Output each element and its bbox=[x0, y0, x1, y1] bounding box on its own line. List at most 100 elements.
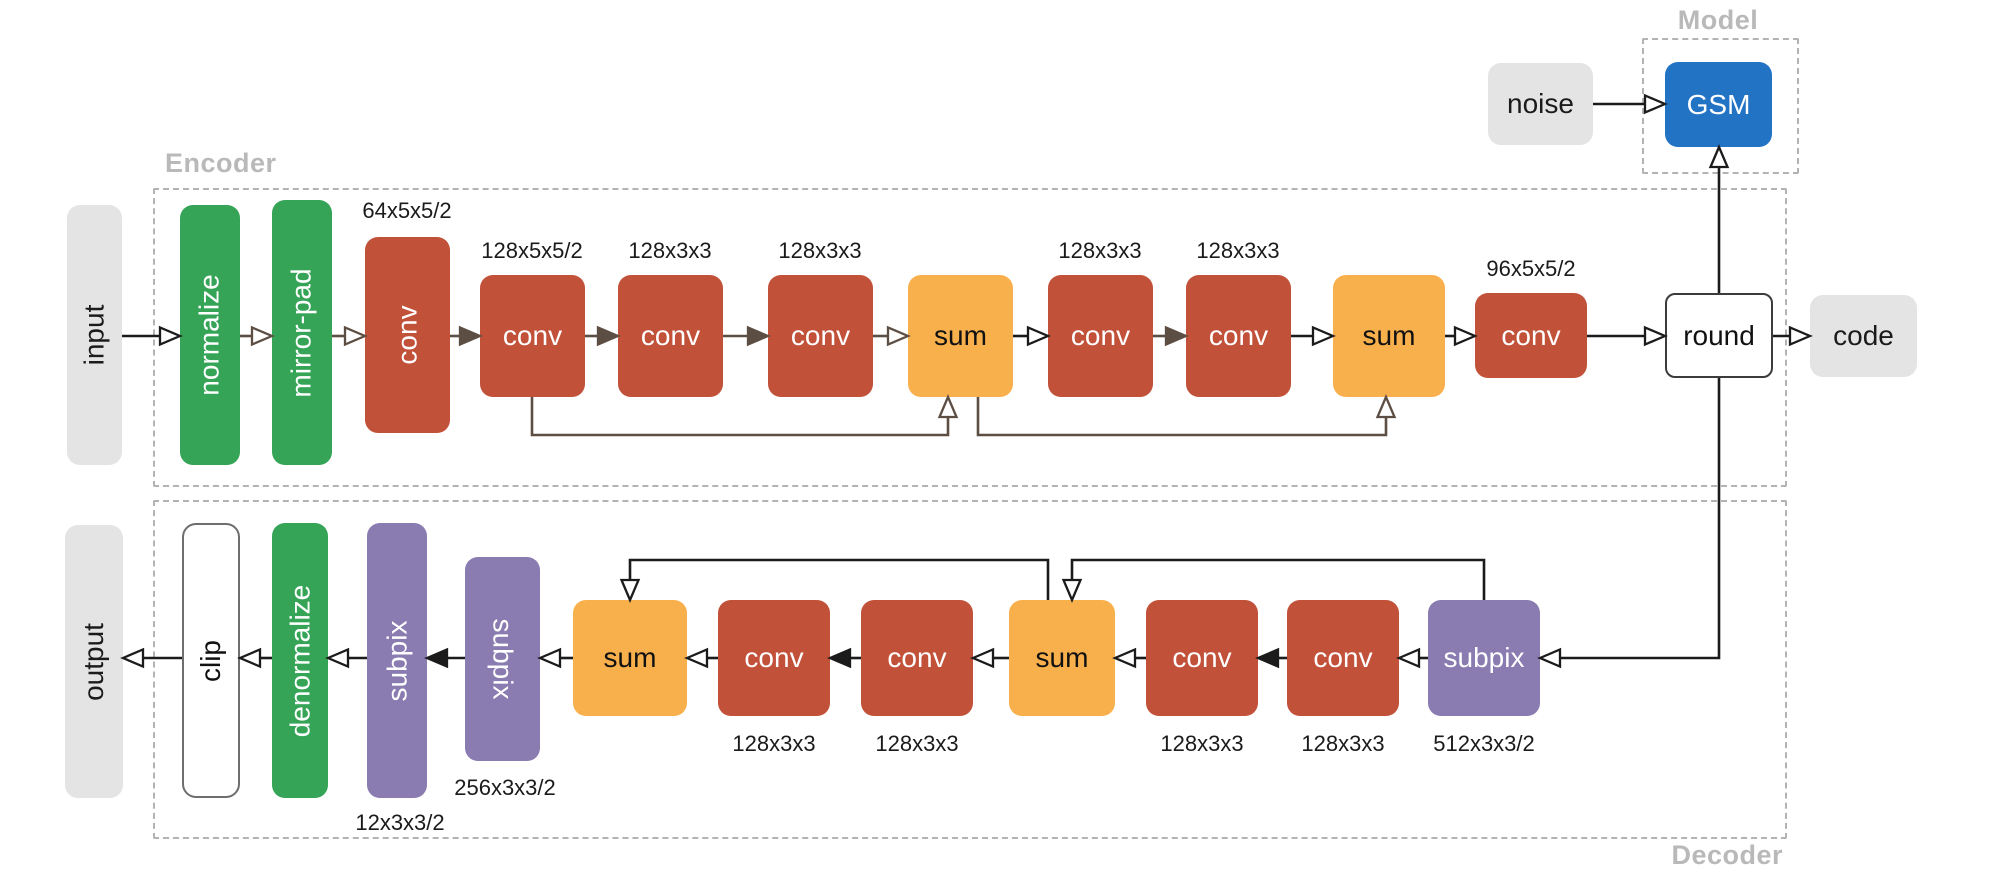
conv-dec-2-block: conv bbox=[861, 600, 973, 716]
conv-dec-4-label: conv bbox=[1313, 642, 1373, 673]
open-arrowhead-icon bbox=[325, 647, 350, 669]
arrow-conv-dec-2-to-conv-dec-1 bbox=[827, 647, 861, 669]
noise-label: noise bbox=[1507, 88, 1574, 119]
arrow-round-to-subpix3 bbox=[1537, 378, 1721, 669]
arrow-conv5-to-conv6 bbox=[1153, 325, 1189, 347]
code-block: code bbox=[1810, 295, 1917, 377]
decoder-section-label: Decoder bbox=[1671, 840, 1783, 870]
conv-enc-2-dim-label: 128x5x5/2 bbox=[481, 238, 583, 263]
arrow-mirror-pad-to-conv1 bbox=[332, 325, 368, 347]
filled-arrowhead-icon bbox=[827, 647, 852, 669]
open-arrowhead-icon bbox=[1643, 325, 1668, 347]
open-arrowhead-icon bbox=[250, 325, 275, 347]
conv-enc-7-block: conv bbox=[1475, 293, 1587, 378]
conv-dec-1-dim-label: 128x3x3 bbox=[732, 731, 816, 756]
input-block: input bbox=[67, 205, 122, 465]
conv-enc-6-label: conv bbox=[1208, 320, 1269, 351]
arrow-input-to-normalize bbox=[122, 325, 183, 347]
conv-enc-5-label: conv bbox=[1070, 320, 1131, 351]
subpix-dec-1-dim-label: 12x3x3/2 bbox=[355, 810, 445, 835]
conv-enc-1-dim-label: 64x5x5/2 bbox=[362, 198, 452, 223]
open-arrowhead-icon bbox=[1788, 325, 1813, 347]
arrow-round-to-code bbox=[1773, 325, 1813, 347]
filled-arrowhead-icon bbox=[746, 325, 771, 347]
encoder-section-box bbox=[153, 188, 1787, 487]
arrow-clip-to-output bbox=[120, 647, 182, 669]
arrow-sum-dec-2-to-conv-dec-2 bbox=[970, 647, 1009, 669]
open-arrowhead-icon bbox=[1643, 93, 1668, 115]
conv-enc-5-dim-label: 128x3x3 bbox=[1058, 238, 1142, 263]
arrow-conv3-to-conv4 bbox=[723, 325, 771, 347]
open-arrowhead-icon bbox=[970, 647, 995, 669]
arrow-subpix2-to-subpix1 bbox=[424, 647, 465, 669]
open-arrowhead-icon bbox=[1375, 394, 1397, 419]
conv-enc-2-block: conv bbox=[480, 275, 585, 397]
open-arrowhead-icon bbox=[537, 647, 562, 669]
denormalize-block: denormalize bbox=[272, 523, 328, 798]
encoder-section-label: Encoder bbox=[165, 148, 277, 178]
decoder-section-box bbox=[153, 500, 1787, 839]
arrow-skip-encoder-1 bbox=[530, 394, 959, 437]
conv-enc-4-block: conv bbox=[768, 275, 873, 397]
arrow-conv6-to-sum2 bbox=[1291, 325, 1336, 347]
subpix-dec-3-label: subpix bbox=[1443, 642, 1525, 673]
conv-enc-3-block: conv bbox=[618, 275, 723, 397]
sum-dec-2-label: sum bbox=[1035, 642, 1089, 673]
arrow-conv7-to-round bbox=[1587, 325, 1668, 347]
gsm-label: GSM bbox=[1686, 88, 1751, 120]
model-section-box bbox=[1642, 38, 1799, 174]
conv-dec-1-label: conv bbox=[744, 642, 804, 673]
sum-enc-1-label: sum bbox=[934, 320, 987, 351]
subpix-dec-3-block: subpix bbox=[1428, 600, 1540, 716]
code-label: code bbox=[1833, 320, 1894, 351]
conv-dec-2-label: conv bbox=[887, 642, 947, 673]
subpix-dec-3-dim-label: 512x3x3/2 bbox=[1433, 731, 1535, 756]
filled-arrowhead-icon bbox=[596, 325, 621, 347]
arrow-denormalize-to-clip bbox=[237, 647, 272, 669]
arrow-conv-dec-3-to-sum-dec-2 bbox=[1112, 647, 1146, 669]
conv-dec-4-block: conv bbox=[1287, 600, 1399, 716]
open-arrowhead-icon bbox=[120, 647, 145, 669]
conv-enc-4-dim-label: 128x3x3 bbox=[778, 238, 862, 263]
conv-dec-4-dim-label: 128x3x3 bbox=[1301, 731, 1385, 756]
conv-enc-7-label: conv bbox=[1501, 319, 1561, 351]
open-arrowhead-icon bbox=[1396, 647, 1421, 669]
arrow-conv1-to-conv2 bbox=[450, 325, 483, 347]
arrow-conv4-to-sum1 bbox=[873, 325, 911, 347]
arrow-skip-decoder-1 bbox=[619, 558, 1050, 603]
conv-enc-1-block: conv bbox=[365, 237, 450, 433]
conv-enc-4-label: conv bbox=[790, 320, 851, 351]
open-arrowhead-icon bbox=[1112, 647, 1137, 669]
model-section-label: Model bbox=[1677, 5, 1759, 35]
subpix-dec-2-block: subpix bbox=[465, 557, 540, 761]
arrow-round-to-gsm bbox=[1708, 144, 1730, 293]
arrow-sum2-to-conv7 bbox=[1445, 325, 1478, 347]
subpix-dec-2-dim-label: 256x3x3/2 bbox=[454, 775, 556, 800]
subpix-dec-1-block: subpix bbox=[367, 523, 427, 798]
open-arrowhead-icon bbox=[1453, 325, 1478, 347]
round-label: round bbox=[1683, 319, 1755, 351]
filled-arrowhead-icon bbox=[1255, 647, 1280, 669]
conv-enc-6-dim-label: 128x3x3 bbox=[1196, 238, 1280, 263]
arrow-subpix3-to-conv-dec-4 bbox=[1396, 647, 1428, 669]
conv-enc-6-block: conv bbox=[1186, 275, 1291, 397]
open-arrowhead-icon bbox=[1708, 144, 1730, 169]
open-arrowhead-icon bbox=[937, 394, 959, 419]
gsm-block: GSM bbox=[1665, 62, 1772, 147]
arrow-sum1-to-conv5 bbox=[1013, 325, 1051, 347]
conv-enc-2-label: conv bbox=[502, 320, 563, 351]
filled-arrowhead-icon bbox=[424, 647, 449, 669]
open-arrowhead-icon bbox=[1537, 647, 1562, 669]
noise-block: noise bbox=[1488, 63, 1593, 145]
filled-arrowhead-icon bbox=[458, 325, 483, 347]
conv-dec-2-dim-label: 128x3x3 bbox=[875, 731, 959, 756]
conv-dec-3-block: conv bbox=[1146, 600, 1258, 716]
conv-enc-3-label: conv bbox=[640, 320, 701, 351]
clip-block: clip bbox=[182, 523, 240, 798]
open-arrowhead-icon bbox=[237, 647, 262, 669]
conv-dec-1-block: conv bbox=[718, 600, 830, 716]
arrow-normalize-to-mirror-pad bbox=[240, 325, 275, 347]
open-arrowhead-icon bbox=[158, 325, 183, 347]
sum-enc-1-block: sum bbox=[908, 275, 1013, 397]
